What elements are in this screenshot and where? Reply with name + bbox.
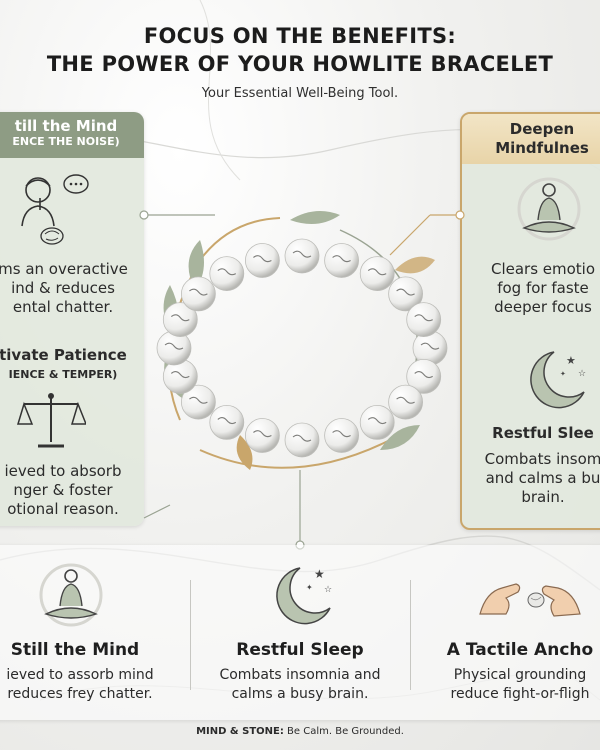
- balance-scale-icon: [16, 393, 86, 448]
- howlite-bead: [284, 238, 320, 274]
- left-panel-header: till the Mind ENCE THE NOISE): [0, 112, 144, 158]
- footer-brand: MIND & STONE:: [196, 726, 284, 737]
- title-line-2: THE POWER OF YOUR HOWLITE BRACELET: [46, 52, 554, 76]
- bead-vein: [253, 255, 272, 263]
- panel-connector-lines: [139, 210, 465, 550]
- howlite-bead: [324, 418, 360, 453]
- howlite-bead: [181, 384, 216, 420]
- bottom-divider-1: [190, 580, 191, 690]
- howlite-bead: [181, 276, 216, 312]
- howlite-bead: [388, 276, 424, 312]
- howlite-bracelet-illustration: [156, 211, 448, 470]
- crescent-moon-icon: ★ ☆ ✦: [530, 351, 586, 409]
- howlite-bead: [359, 404, 395, 440]
- tactile-hands-stone-icon: [479, 583, 581, 617]
- howlite-bead: [412, 330, 448, 366]
- bead-vein: [414, 314, 433, 322]
- bead-vein: [420, 342, 440, 350]
- svg-text:☆: ☆: [324, 585, 332, 595]
- bead-vein: [396, 396, 415, 404]
- svg-text:★: ★: [314, 567, 325, 581]
- svg-text:✦: ✦: [560, 370, 566, 378]
- howlite-bead: [324, 243, 360, 278]
- howlite-bead: [209, 256, 245, 291]
- howlite-bead: [388, 384, 424, 420]
- howlite-bead: [156, 330, 192, 366]
- svg-text:✦: ✦: [306, 583, 313, 592]
- left-panel-section2-sub: IENCE & TEMPER): [8, 368, 118, 381]
- bead-vein: [253, 430, 272, 438]
- bottom-text-tactile-anchor: Physical grounding reduce fight-or-fligh: [450, 667, 590, 702]
- bracelet-beads: [156, 238, 448, 458]
- howlite-bead: [359, 256, 395, 291]
- bead-vein: [332, 430, 351, 438]
- bead-vein: [217, 268, 237, 276]
- howlite-bead: [284, 422, 320, 458]
- left-panel-text-1: ms an overactive ind & reduces ental cha…: [0, 260, 128, 316]
- bottom-title-still-mind: Still the Mind: [10, 640, 140, 660]
- left-panel-section2-title: tivate Patience: [0, 346, 127, 364]
- right-panel-text-2: Combats insom and calms a bu brain.: [484, 450, 600, 506]
- footer-tagline: MIND & STONE: Be Calm. Be Grounded.: [0, 726, 600, 737]
- svg-text:☆: ☆: [578, 369, 586, 379]
- meditation-figure-icon: [517, 177, 581, 241]
- left-panel-subheading: ENCE THE NOISE): [12, 135, 120, 148]
- left-benefit-panel: till the Mind ENCE THE NOISE) ms an over…: [0, 112, 144, 526]
- bead-vein: [170, 314, 190, 322]
- bead-vein: [189, 396, 208, 404]
- bead-vein: [164, 342, 184, 350]
- howlite-bead: [245, 243, 280, 278]
- howlite-bead: [406, 358, 442, 394]
- still-mind-meditation-icon: [39, 563, 103, 627]
- bottom-text-still-mind: ieved to assorb mind reduces frey chatte…: [6, 667, 154, 702]
- bottom-title-restful-sleep: Restful Sleep: [236, 640, 364, 660]
- left-panel-text-2: ieved to absorb nger & foster otional re…: [4, 462, 122, 518]
- bottom-text-restful-sleep: Combats insomnia and calms a busy brain.: [219, 667, 381, 702]
- restful-sleep-moon-icon: ★ ☆ ✦: [276, 567, 332, 625]
- bead-vein: [292, 434, 312, 442]
- howlite-bead: [162, 302, 198, 337]
- bead-vein: [396, 288, 415, 296]
- svg-text:★: ★: [566, 354, 576, 367]
- howlite-bead: [162, 358, 198, 394]
- bottom-title-tactile-anchor: A Tactile Ancho: [446, 640, 594, 660]
- bottom-divider-2: [410, 580, 411, 690]
- bead-vein: [170, 371, 190, 379]
- quiet-mind-person-icon: [21, 174, 89, 245]
- right-panel-section2-title: Restful Slee: [492, 424, 594, 442]
- howlite-bead: [245, 418, 280, 453]
- bead-vein: [367, 417, 387, 425]
- left-panel-heading: till the Mind: [14, 117, 118, 135]
- right-panel-header: Deepen Mindfulnes: [462, 114, 600, 164]
- title-line-1: FOCUS ON THE BENEFITS:: [143, 24, 457, 48]
- howlite-bead: [406, 302, 442, 337]
- right-panel-heading: Deepen Mindfulnes: [495, 120, 589, 157]
- bottom-benefits-strip: [0, 545, 600, 720]
- bead-vein: [332, 255, 351, 263]
- bead-vein: [367, 268, 387, 276]
- bead-vein: [292, 250, 312, 258]
- page-title: FOCUS ON THE BENEFITS: THE POWER OF YOUR…: [0, 22, 600, 78]
- right-benefit-panel: Deepen Mindfulnes Clears emotio fog for …: [460, 112, 600, 530]
- footer-text: Be Calm. Be Grounded.: [287, 726, 404, 737]
- bead-vein: [217, 417, 237, 425]
- bead-vein: [189, 288, 208, 296]
- howlite-bead: [209, 404, 245, 440]
- bead-vein: [414, 371, 433, 379]
- subtitle: Your Essential Well-Being Tool.: [201, 86, 399, 101]
- right-panel-text-1: Clears emotio fog for faste deeper focus: [490, 260, 596, 316]
